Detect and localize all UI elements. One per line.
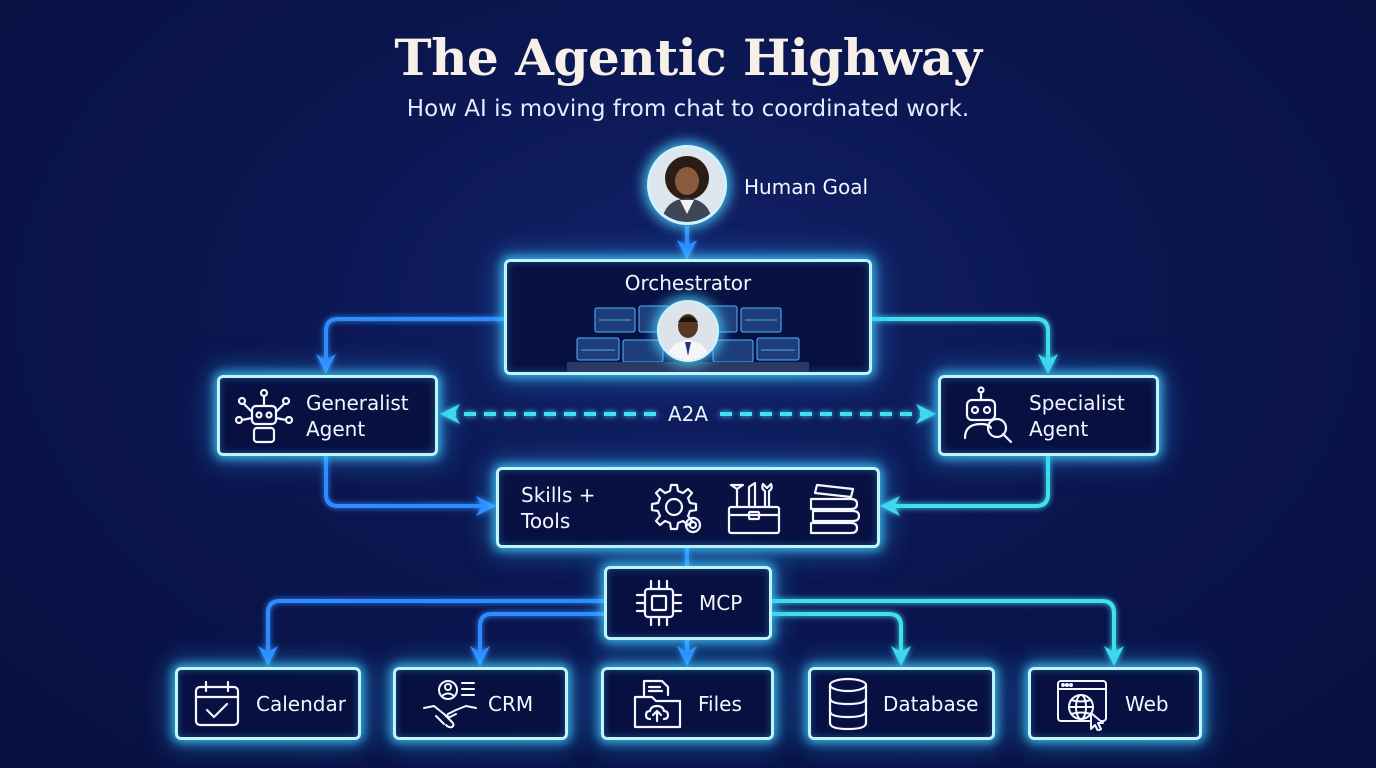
mcp-node: MCP (604, 566, 772, 640)
generalist-agent-node: Generalist Agent (217, 375, 438, 456)
endpoint-files: Files (601, 667, 774, 740)
chip-icon (635, 579, 683, 627)
orchestrator-label: Orchestrator (624, 271, 752, 295)
orchestrator-node: Orchestrator (504, 259, 872, 375)
human-goal-avatar (647, 145, 727, 225)
endpoint-web: Web (1028, 667, 1202, 740)
specialist-agent-node: Specialist Agent (938, 375, 1159, 456)
page-subtitle: How AI is moving from chat to coordinate… (406, 96, 970, 122)
a2a-label: A2A (667, 402, 709, 426)
human-goal-label: Human Goal (744, 175, 869, 199)
web-globe-icon (1057, 679, 1107, 731)
wire-mcp-database (772, 612, 911, 666)
endpoint-label: Database (883, 691, 979, 716)
page-title: The Agentic Highway (394, 28, 982, 87)
wire-mcp-crm (470, 612, 604, 666)
mcp-label: MCP (699, 591, 743, 615)
skills-tools-node: Skills + Tools (496, 467, 880, 548)
generalist-agent-text: Generalist Agent (306, 390, 409, 442)
folder-upload-icon (633, 679, 682, 728)
skills-tools-text: Skills + Tools (521, 482, 639, 534)
calendar-icon (194, 680, 240, 726)
wire-specialist-skills (880, 456, 1050, 516)
generalist-agent-label-line1: Generalist (306, 390, 409, 415)
wire-mcp-calendar (258, 599, 604, 666)
toolbox-icon (727, 481, 781, 534)
skills-tools-label-line2: Tools (521, 508, 571, 533)
endpoint-label: Files (698, 691, 742, 716)
generalist-agent-label-line2: Agent (306, 416, 366, 441)
wire-orchestrator-generalist (316, 317, 504, 374)
database-icon (828, 677, 868, 730)
person-woman-icon (650, 148, 724, 222)
specialist-agent-text: Specialist Agent (1029, 390, 1125, 442)
orchestrator-avatar (657, 300, 719, 362)
wire-generalist-skills (324, 456, 496, 516)
robot-network-icon (234, 388, 294, 443)
endpoint-label: Calendar (256, 691, 346, 716)
robot-search-icon (963, 385, 1013, 443)
endpoint-database: Database (808, 667, 995, 740)
crm-handshake-icon (423, 679, 477, 728)
person-man-icon (659, 302, 717, 360)
specialist-agent-label-line2: Agent (1029, 416, 1089, 441)
endpoint-crm: CRM (393, 667, 568, 740)
wire-orchestrator-specialist (872, 317, 1058, 374)
gears-icon (650, 483, 702, 533)
skills-tools-label-line1: Skills + (521, 482, 596, 507)
wire-mcp-web (772, 599, 1124, 666)
endpoint-label: CRM (488, 691, 534, 716)
books-icon (809, 483, 861, 534)
endpoint-calendar: Calendar (175, 667, 361, 740)
specialist-agent-label-line1: Specialist (1029, 390, 1125, 415)
endpoint-label: Web (1125, 691, 1169, 716)
